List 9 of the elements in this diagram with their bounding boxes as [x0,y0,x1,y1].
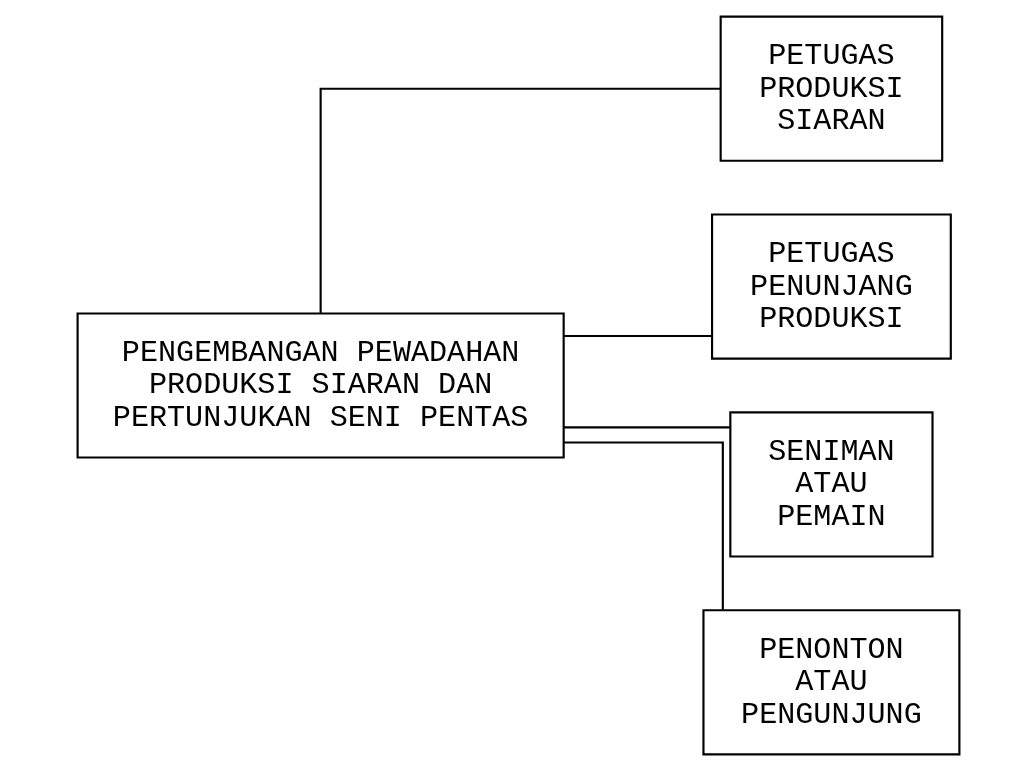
connector [319,87,721,313]
node-box: PENGEMBANGAN PEWADAHAN PRODUKSI SIARAN DAN PERTUNJUKAN SENI PENTAS [76,312,565,459]
connector [563,334,712,338]
connector [563,441,724,610]
node-box: PETUGAS PENUNJANG PRODUKSI [710,213,952,360]
node-box: PENONTON ATAU PENGUNJUNG [701,609,960,756]
connector [563,426,730,429]
node-box: SENIMAN ATAU PEMAIN [728,411,934,558]
node-box: PETUGAS PRODUKSI SIARAN [719,15,943,162]
